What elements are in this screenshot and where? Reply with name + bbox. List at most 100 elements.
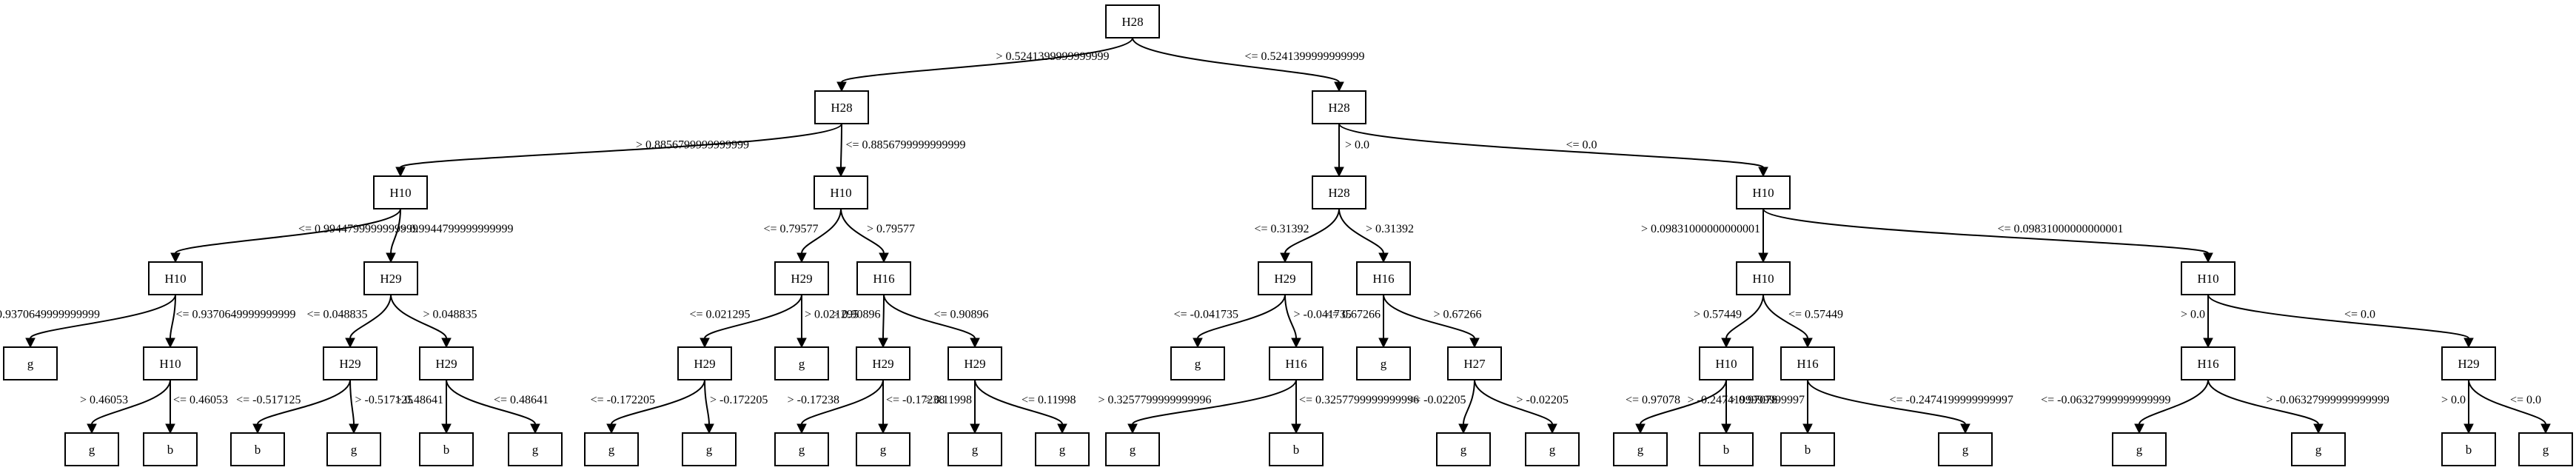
node-box bbox=[326, 432, 381, 466]
edge-n12-n25: <= 0.67266 bbox=[1326, 295, 1389, 349]
edge-condition-label: > 0.9370649999999999 bbox=[0, 309, 100, 321]
edge-condition-label: > 0.8856799999999999 bbox=[636, 139, 749, 152]
edge-arrowhead bbox=[345, 338, 355, 349]
edge-arrowhead bbox=[2463, 423, 2474, 435]
edge-n14-n30: <= 0.0 bbox=[2207, 294, 2474, 349]
edge-line bbox=[1338, 208, 1384, 254]
node-box bbox=[856, 261, 911, 295]
edge-line bbox=[1284, 294, 1297, 339]
node-box bbox=[1938, 432, 1993, 466]
edge-line bbox=[1807, 379, 1966, 425]
split-node: H10 bbox=[1736, 261, 1791, 295]
edge-condition-label: <= 0.97078 bbox=[1626, 394, 1680, 406]
node-box bbox=[774, 261, 829, 295]
node-box bbox=[774, 432, 829, 466]
edge-n13-n27: > 0.57449 bbox=[1694, 294, 1764, 349]
node-box bbox=[1699, 432, 1754, 466]
edge-line bbox=[349, 379, 355, 425]
node-box bbox=[508, 432, 563, 466]
edge-arrowhead bbox=[1635, 423, 1646, 435]
node-box bbox=[1780, 432, 1835, 466]
edge-condition-label: > -0.02205 bbox=[1517, 394, 1569, 406]
edge-arrowhead bbox=[2134, 423, 2144, 435]
leaf-node: g bbox=[1105, 432, 1160, 466]
edge-n16-n31: > 0.46053 bbox=[80, 379, 171, 435]
edge-arrowhead bbox=[700, 338, 710, 349]
feature-label: H10 bbox=[159, 357, 181, 371]
edge-n6-n14: <= 0.09831000000000001 bbox=[1762, 208, 2213, 264]
edge-arrowhead bbox=[165, 423, 175, 435]
node-box bbox=[64, 432, 119, 466]
feature-label: H29 bbox=[694, 357, 715, 371]
feature-label: H29 bbox=[2458, 357, 2479, 371]
split-node: H10 bbox=[1736, 175, 1791, 209]
edge-arrowhead bbox=[87, 423, 97, 435]
edge-n26-n46: > -0.02205 bbox=[1474, 379, 1569, 435]
split-node: H27 bbox=[1447, 346, 1502, 380]
class-label: b bbox=[1293, 443, 1300, 457]
node-box bbox=[1269, 432, 1324, 466]
class-label: g bbox=[1059, 443, 1066, 457]
split-node: H10 bbox=[373, 175, 428, 209]
edge-arrowhead bbox=[2313, 423, 2324, 435]
split-node: H29 bbox=[2441, 346, 2496, 380]
class-label: g bbox=[972, 443, 979, 457]
edge-arrowhead bbox=[1758, 167, 1768, 178]
class-label: g bbox=[1549, 443, 1556, 457]
node-box bbox=[2181, 261, 2235, 295]
edge-line bbox=[2207, 294, 2469, 339]
node-box bbox=[1436, 432, 1491, 466]
edge-n4-n9: <= 0.79577 bbox=[763, 208, 842, 264]
edge-condition-label: <= 0.67266 bbox=[1326, 309, 1381, 321]
class-label: g bbox=[89, 443, 95, 457]
edge-arrowhead bbox=[1057, 423, 1067, 435]
edge-n24-n44: <= 0.3257799999999996 bbox=[1291, 380, 1419, 435]
leaf-node: g bbox=[64, 432, 119, 466]
leaf-node: g bbox=[1356, 346, 1411, 380]
split-node: H16 bbox=[1780, 346, 1835, 380]
node-box bbox=[2112, 432, 2167, 466]
edge-line bbox=[1132, 37, 1340, 83]
edge-arrowhead bbox=[704, 423, 714, 435]
edge-line bbox=[611, 379, 705, 425]
leaf-node: g bbox=[2291, 432, 2346, 466]
edge-condition-label: > -0.517125 bbox=[355, 394, 413, 406]
feature-label: H28 bbox=[1328, 101, 1349, 115]
edge-condition-label: <= 0.8856799999999999 bbox=[846, 139, 966, 152]
edge-condition-label: > -0.17238 bbox=[788, 394, 839, 406]
class-label: g bbox=[2136, 443, 2143, 457]
node-box bbox=[1525, 432, 1580, 466]
split-node: H29 bbox=[419, 346, 474, 380]
leaf-node: b bbox=[1780, 432, 1835, 466]
edge-n19-n38: > -0.172205 bbox=[704, 379, 768, 435]
edge-line bbox=[390, 208, 401, 254]
split-node: H28 bbox=[1312, 90, 1366, 124]
node-box bbox=[373, 175, 428, 209]
edge-arrowhead bbox=[1193, 338, 1203, 349]
split-node: H16 bbox=[2181, 346, 2235, 380]
edge-line bbox=[1383, 294, 1475, 339]
edge-condition-label: <= -0.172205 bbox=[591, 394, 655, 406]
edge-arrowhead bbox=[165, 338, 175, 349]
feature-label: H16 bbox=[1285, 357, 1307, 371]
node-box bbox=[947, 346, 1002, 380]
edge-n3-n8: > 0.9944799999999999 bbox=[386, 208, 514, 264]
edge-arrowhead bbox=[1547, 423, 1557, 435]
edge-condition-label: > 0.09831000000000001 bbox=[1641, 223, 1760, 235]
edge-n17-n33: <= -0.517125 bbox=[236, 379, 351, 435]
class-label: g bbox=[799, 443, 805, 457]
edge-n8-n18: > 0.048835 bbox=[390, 294, 477, 349]
edge-line bbox=[1725, 294, 1764, 339]
edge-arrowhead bbox=[441, 423, 452, 435]
edge-n27-n47: <= 0.97078 bbox=[1626, 379, 1727, 435]
class-label: g bbox=[1637, 443, 1644, 457]
edge-arrowhead bbox=[1802, 423, 1813, 435]
edge-n22-n41: > 0.11998 bbox=[925, 380, 980, 435]
edge-condition-label: > -0.041735 bbox=[1294, 309, 1352, 321]
class-label: b bbox=[2466, 443, 2472, 457]
class-label: g bbox=[1460, 443, 1467, 457]
node-box bbox=[323, 346, 378, 380]
leaf-node: g bbox=[326, 432, 381, 466]
